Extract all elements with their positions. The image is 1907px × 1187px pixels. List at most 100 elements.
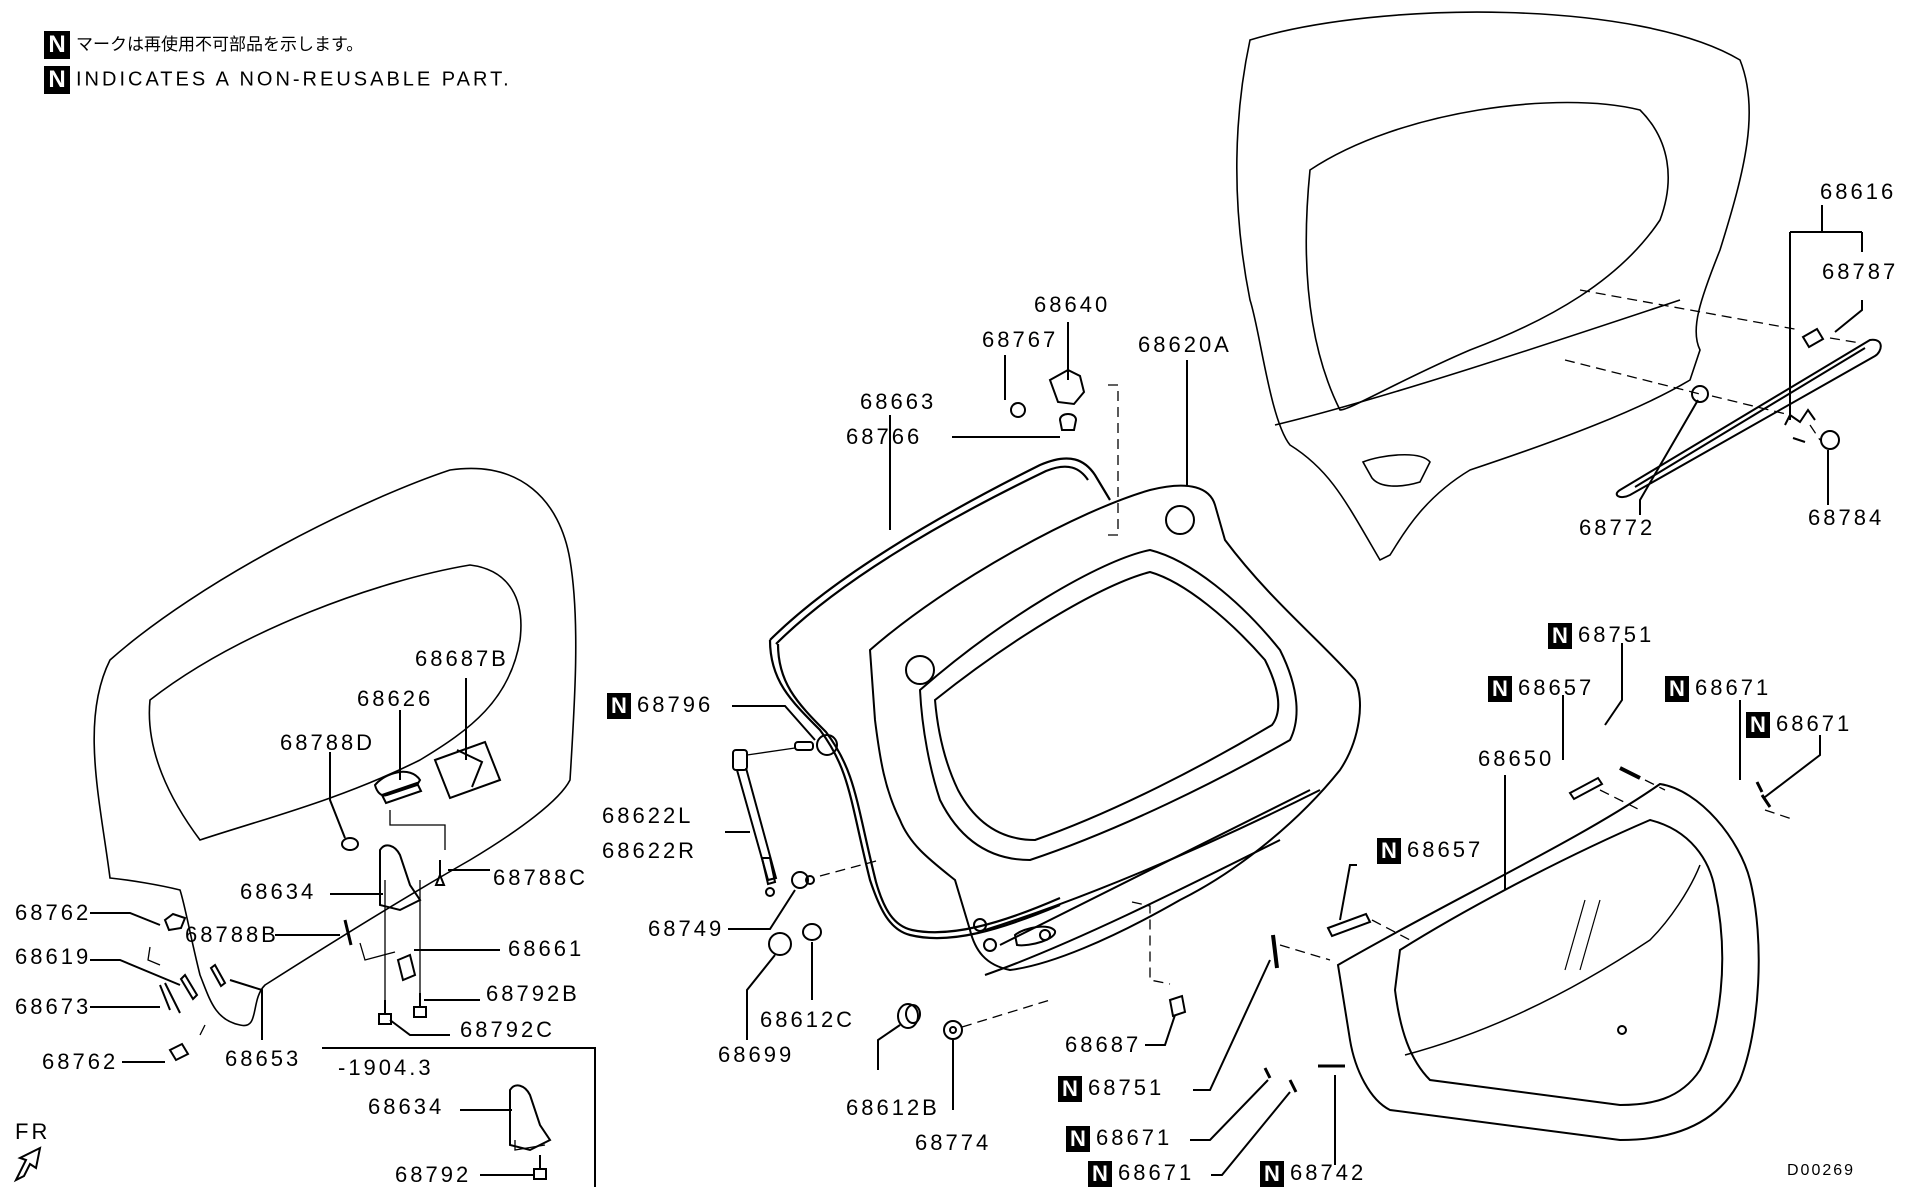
bolt-68792C bbox=[378, 1000, 392, 1025]
label-68749: 68749 bbox=[648, 916, 725, 941]
screw-68788D bbox=[341, 837, 359, 851]
screw-68788C bbox=[434, 860, 446, 886]
cap-68699 bbox=[768, 932, 792, 956]
label-68612B: 68612B bbox=[846, 1095, 940, 1120]
non-reusable-mark: N bbox=[607, 693, 631, 720]
dashed-links-left bbox=[147, 810, 546, 1151]
tailgate-outline-left bbox=[93, 467, 577, 1027]
bolt-68792 bbox=[533, 1155, 547, 1180]
clips-68671-lower bbox=[1263, 1067, 1298, 1093]
note-japanese: N マークは再使用不可部品を示します。 bbox=[44, 30, 363, 59]
dashed-links-glass bbox=[1279, 779, 1796, 961]
bolt-68762-lower bbox=[168, 1042, 190, 1062]
label-68640: 68640 bbox=[1034, 292, 1111, 317]
non-reusable-mark: N bbox=[1260, 1161, 1284, 1187]
gas-strut-68622 bbox=[732, 749, 778, 897]
serial-break-label: -1904.3 bbox=[338, 1055, 434, 1080]
latch-68634-alt bbox=[509, 1084, 552, 1152]
bumper-68612C bbox=[802, 923, 822, 941]
label-68687 bbox=[1131, 901, 1187, 1018]
drawing-code: D00269 bbox=[1787, 1162, 1856, 1179]
label-68616: 68616 bbox=[1820, 179, 1897, 204]
part-68653 bbox=[209, 963, 227, 988]
garnish-68616 bbox=[1615, 327, 1882, 499]
label-68774: 68774 bbox=[915, 1130, 992, 1155]
hinge-68640 bbox=[1010, 368, 1119, 536]
label-68766: 68766 bbox=[846, 424, 923, 449]
label-68620A: 68620A bbox=[1138, 332, 1232, 357]
label-68772: 68772 bbox=[1579, 515, 1656, 540]
label-68653: 68653 bbox=[225, 1046, 302, 1071]
strip-68657a bbox=[1568, 776, 1604, 801]
bumper-68612B bbox=[897, 1003, 921, 1029]
non-reusable-mark: N bbox=[1377, 838, 1401, 865]
part-68687B bbox=[433, 740, 502, 800]
label-68626: 68626 bbox=[357, 686, 434, 711]
strip-68657b bbox=[1326, 912, 1372, 938]
label-68788B: 68788B bbox=[185, 922, 279, 947]
label-68788D: 68788D bbox=[280, 730, 376, 755]
label-68622R: 68622R bbox=[602, 838, 698, 863]
leader-lines bbox=[90, 205, 1863, 1176]
label-68687B: 68687B bbox=[415, 646, 509, 671]
non-reusable-mark: N bbox=[1058, 1076, 1082, 1103]
bolt-68762-upper bbox=[163, 912, 187, 932]
bracket-68661 bbox=[396, 953, 417, 982]
part-68619 bbox=[179, 973, 199, 1001]
label-68699: 68699 bbox=[718, 1042, 795, 1067]
non-reusable-mark: N bbox=[1488, 676, 1512, 703]
strip-68751a bbox=[1271, 934, 1279, 969]
nut-68766 bbox=[1058, 413, 1078, 431]
label-68619: 68619 bbox=[15, 944, 92, 969]
non-reusable-mark: N bbox=[1066, 1126, 1090, 1153]
grommet-68774 bbox=[943, 999, 1051, 1040]
label-68762-upper: 68762 bbox=[15, 900, 92, 925]
label-68687: 68687 bbox=[1065, 1032, 1142, 1057]
label-68792C: 68792C bbox=[460, 1017, 556, 1042]
direction-label: FR bbox=[15, 1119, 51, 1144]
part-68673 bbox=[159, 982, 181, 1014]
non-reusable-mark: N bbox=[44, 30, 70, 59]
tailgate-outline-top-right bbox=[1236, 11, 1751, 562]
front-direction-arrow-icon bbox=[13, 1146, 42, 1183]
bolt-68767 bbox=[1010, 402, 1026, 418]
label-68622L: 68622L bbox=[602, 803, 694, 828]
bolt-68792B bbox=[413, 993, 427, 1018]
label-68634: 68634 bbox=[240, 879, 317, 904]
label-68762-lower: 68762 bbox=[42, 1049, 119, 1074]
weatherstrip-68663 bbox=[768, 457, 1111, 940]
note-japanese-text: マークは再使用不可部品を示します。 bbox=[76, 35, 364, 54]
back-glass-68650 bbox=[1336, 782, 1760, 1142]
label-68634-alt: 68634 bbox=[368, 1094, 445, 1119]
strip-68751b bbox=[1619, 766, 1641, 780]
screw-68788B bbox=[343, 919, 353, 946]
note-english-text: INDICATES A NON-REUSABLE PART. bbox=[76, 68, 512, 91]
latch-68634 bbox=[379, 844, 422, 912]
non-reusable-mark: N bbox=[1548, 623, 1572, 650]
serial-break-bracket bbox=[322, 1047, 596, 1187]
non-reusable-mark: N bbox=[1088, 1161, 1112, 1187]
label-68661: 68661 bbox=[508, 936, 585, 961]
label-68792B: 68792B bbox=[486, 981, 580, 1006]
label-68788C: 68788C bbox=[493, 865, 589, 890]
label-68787: 68787 bbox=[1822, 259, 1899, 284]
non-reusable-mark: N bbox=[1665, 676, 1689, 703]
strips bbox=[1263, 766, 1772, 1093]
label-68650: 68650 bbox=[1478, 746, 1555, 771]
non-reusable-mark: N bbox=[1746, 712, 1770, 739]
clips-68671 bbox=[1755, 781, 1772, 808]
label-68784: 68784 bbox=[1808, 505, 1885, 530]
dashed-links-top-right bbox=[1564, 289, 1861, 441]
label-68792: 68792 bbox=[395, 1162, 472, 1187]
